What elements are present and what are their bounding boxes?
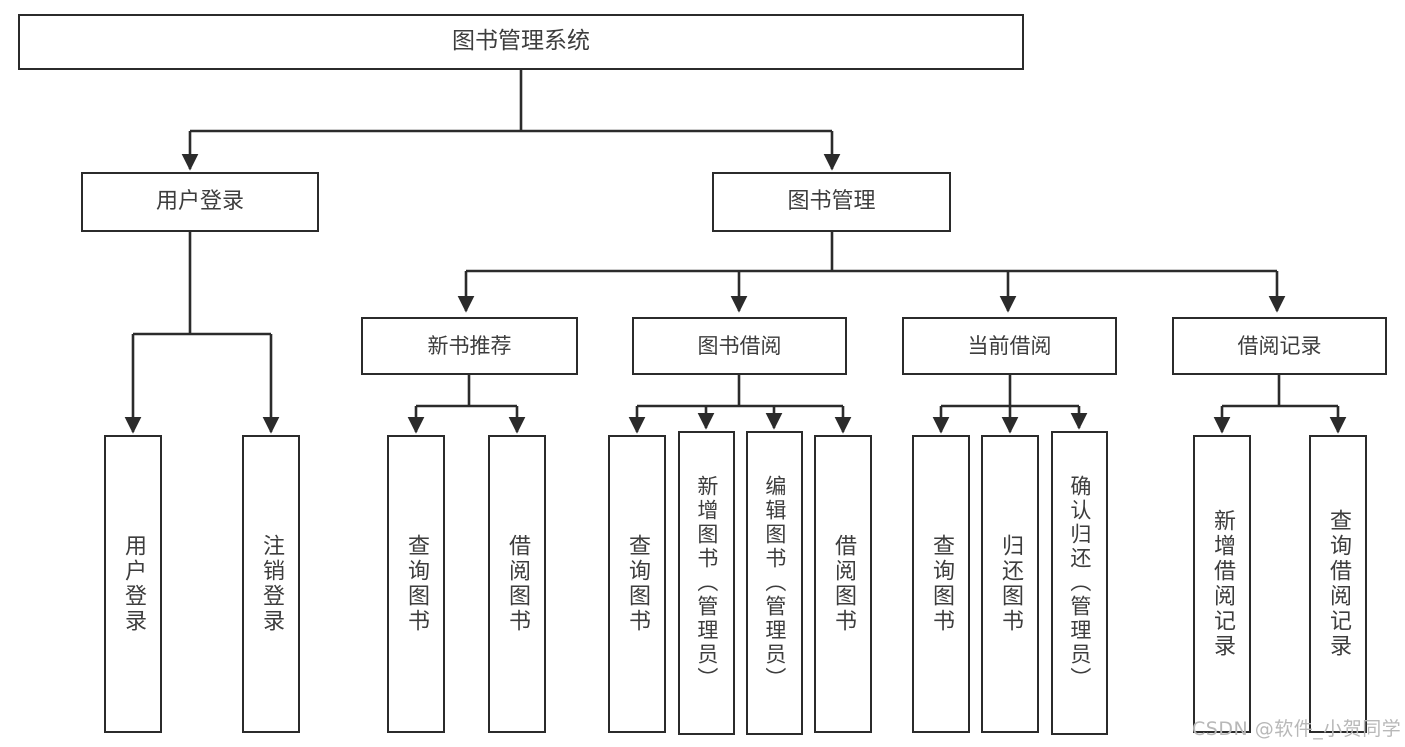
node-leaf-query-borrow-record-label: 查询借阅记录: [1325, 509, 1351, 659]
node-current-borrow-label: 当前借阅: [967, 333, 1052, 358]
node-leaf-add-book-admin[interactable]: 新增图书（管理员）: [678, 431, 735, 735]
node-leaf-logout[interactable]: 注销登录: [242, 435, 300, 733]
node-leaf-query-book-current-label: 查询图书: [928, 534, 954, 634]
node-leaf-query-book-recommend[interactable]: 查询图书: [387, 435, 445, 733]
node-book-management-label: 图书管理: [787, 189, 876, 215]
node-leaf-user-login-label: 用户登录: [120, 534, 146, 634]
node-leaf-query-book-borrow-label: 查询图书: [624, 534, 650, 634]
node-leaf-return-book-label: 归还图书: [997, 534, 1023, 634]
node-root[interactable]: 图书管理系统: [18, 14, 1024, 70]
node-user-login[interactable]: 用户登录: [81, 172, 319, 232]
node-current-borrow[interactable]: 当前借阅: [902, 317, 1117, 375]
node-leaf-query-book-recommend-label: 查询图书: [403, 534, 429, 634]
node-leaf-logout-label: 注销登录: [258, 534, 284, 634]
watermark: CSDN @软件_小贺同学: [1192, 718, 1402, 740]
node-leaf-confirm-return-admin[interactable]: 确认归还（管理员）: [1051, 431, 1108, 735]
node-leaf-query-book-borrow[interactable]: 查询图书: [608, 435, 666, 733]
node-leaf-add-book-admin-label: 新增图书（管理员）: [694, 475, 719, 691]
node-borrow-record[interactable]: 借阅记录: [1172, 317, 1387, 375]
node-book-borrow-label: 图书借阅: [697, 333, 782, 358]
node-leaf-add-borrow-record[interactable]: 新增借阅记录: [1193, 435, 1251, 733]
node-book-management[interactable]: 图书管理: [712, 172, 951, 232]
node-leaf-confirm-return-admin-label: 确认归还（管理员）: [1067, 475, 1092, 691]
node-leaf-query-borrow-record[interactable]: 查询借阅记录: [1309, 435, 1367, 733]
node-leaf-add-borrow-record-label: 新增借阅记录: [1209, 509, 1235, 659]
node-borrow-record-label: 借阅记录: [1237, 333, 1322, 358]
node-leaf-edit-book-admin-label: 编辑图书（管理员）: [762, 475, 787, 691]
node-leaf-borrow-book-label: 借阅图书: [830, 534, 856, 634]
node-leaf-borrow-book-recommend[interactable]: 借阅图书: [488, 435, 546, 733]
node-leaf-query-book-current[interactable]: 查询图书: [912, 435, 970, 733]
node-book-borrow[interactable]: 图书借阅: [632, 317, 847, 375]
node-new-book-recommend-label: 新书推荐: [427, 333, 512, 358]
node-leaf-user-login[interactable]: 用户登录: [104, 435, 162, 733]
node-root-label: 图书管理系统: [452, 28, 590, 55]
node-leaf-return-book[interactable]: 归还图书: [981, 435, 1039, 733]
node-leaf-borrow-book[interactable]: 借阅图书: [814, 435, 872, 733]
node-new-book-recommend[interactable]: 新书推荐: [361, 317, 578, 375]
node-leaf-edit-book-admin[interactable]: 编辑图书（管理员）: [746, 431, 803, 735]
node-user-login-label: 用户登录: [155, 189, 244, 215]
node-leaf-borrow-book-recommend-label: 借阅图书: [504, 534, 530, 634]
